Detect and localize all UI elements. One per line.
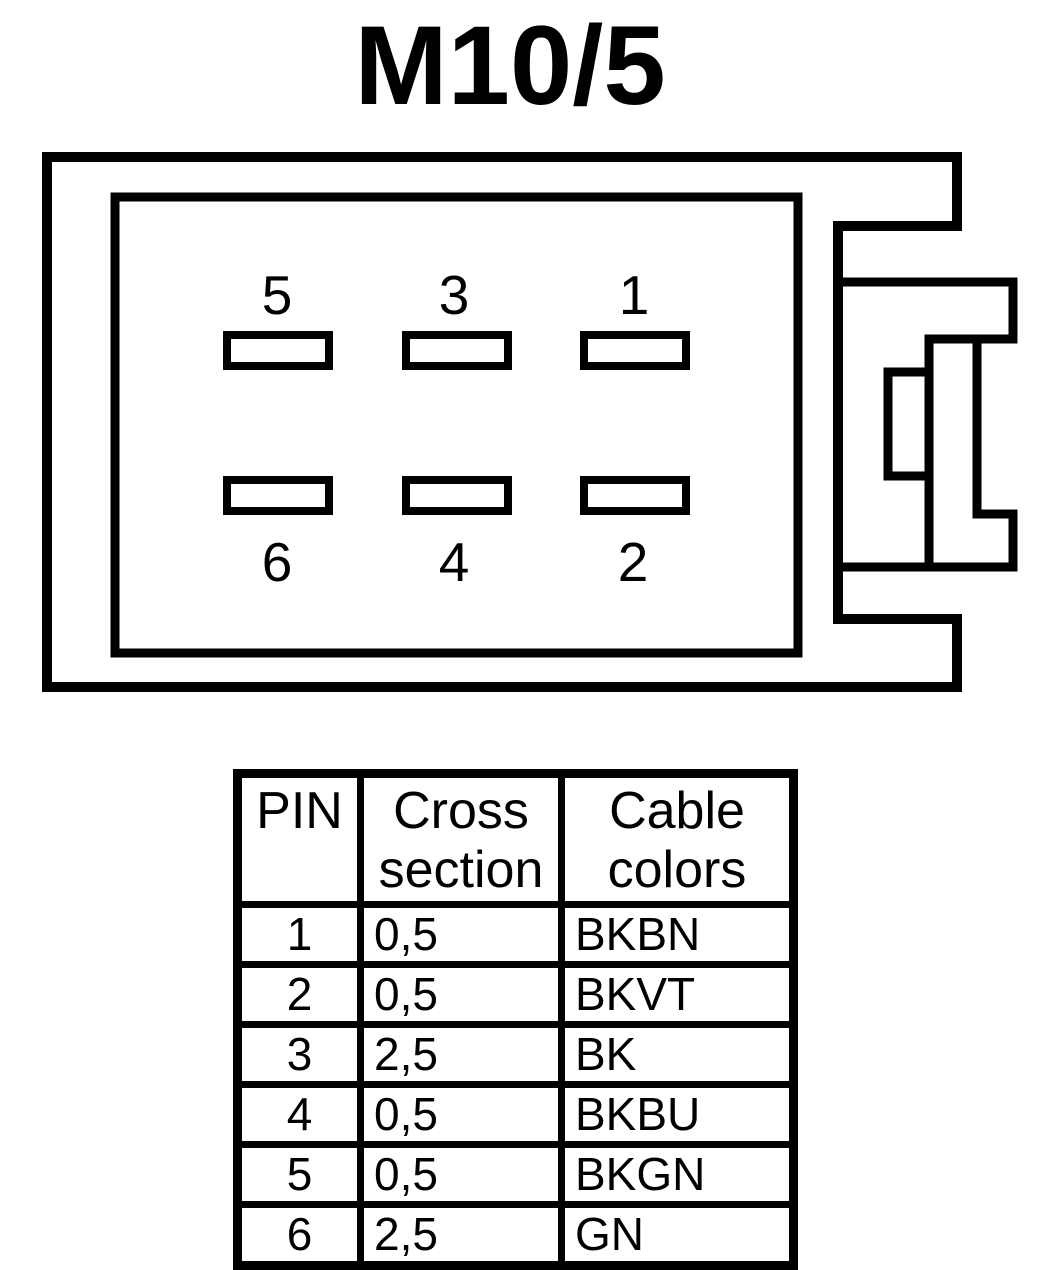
pin-slot-2 <box>580 476 690 515</box>
pin-slot-5 <box>223 331 333 370</box>
pin-number-label: 1 <box>619 264 650 326</box>
cable-color-cell: BKVT <box>558 960 797 1028</box>
pin-table-header-color: Cable colors <box>558 770 797 908</box>
pin-cell: 6 <box>234 1200 364 1269</box>
pin-number-label: 3 <box>439 264 470 326</box>
cable-color-cell: BKBN <box>558 900 797 968</box>
cross-section-cell: 0,5 <box>357 900 565 968</box>
pin-slot-6 <box>223 476 333 515</box>
pin-cell: 2 <box>234 960 364 1028</box>
cross-section-cell: 0,5 <box>357 960 565 1028</box>
table-row: 6 2,5 GN <box>234 1200 797 1269</box>
pin-slot-1 <box>580 331 690 370</box>
cross-section-cell: 2,5 <box>357 1020 565 1088</box>
cable-color-cell: GN <box>558 1200 797 1269</box>
pin-number-label: 5 <box>262 264 293 326</box>
connector-latch-key <box>883 367 934 481</box>
pin-cell: 1 <box>234 900 364 968</box>
pin-cell: 5 <box>234 1140 364 1208</box>
pin-table: PIN Cross section Cable colors 1 0,5 BKB… <box>233 769 798 1270</box>
pin-table-header-cross: Cross section <box>357 770 565 908</box>
cable-color-cell: BK <box>558 1020 797 1088</box>
connector-latch-tab <box>833 277 1018 572</box>
pin-table-header-pin: PIN <box>234 770 364 908</box>
cable-color-cell: BKGN <box>558 1140 797 1208</box>
cross-section-cell: 0,5 <box>357 1140 565 1208</box>
pin-cell: 3 <box>234 1020 364 1088</box>
page-title: M10/5 <box>354 3 666 128</box>
pin-table-header-row: PIN Cross section Cable colors <box>234 770 797 908</box>
pin-slot-3 <box>402 331 512 370</box>
connector-housing-outline <box>42 152 962 692</box>
pin-slot-4 <box>402 476 512 515</box>
connector-inner-frame <box>110 192 803 658</box>
pin-number-label: 6 <box>262 531 293 593</box>
pin-cell: 4 <box>234 1080 364 1148</box>
pin-number-label: 4 <box>439 531 470 593</box>
pin-number-label: 2 <box>618 531 649 593</box>
table-row: 2 0,5 BKVT <box>234 960 797 1028</box>
cable-color-cell: BKBU <box>558 1080 797 1148</box>
table-row: 5 0,5 BKGN <box>234 1140 797 1208</box>
cross-section-cell: 2,5 <box>357 1200 565 1269</box>
table-row: 1 0,5 BKBN <box>234 900 797 968</box>
table-row: 4 0,5 BKBU <box>234 1080 797 1148</box>
table-row: 3 2,5 BK <box>234 1020 797 1088</box>
cross-section-cell: 0,5 <box>357 1080 565 1148</box>
